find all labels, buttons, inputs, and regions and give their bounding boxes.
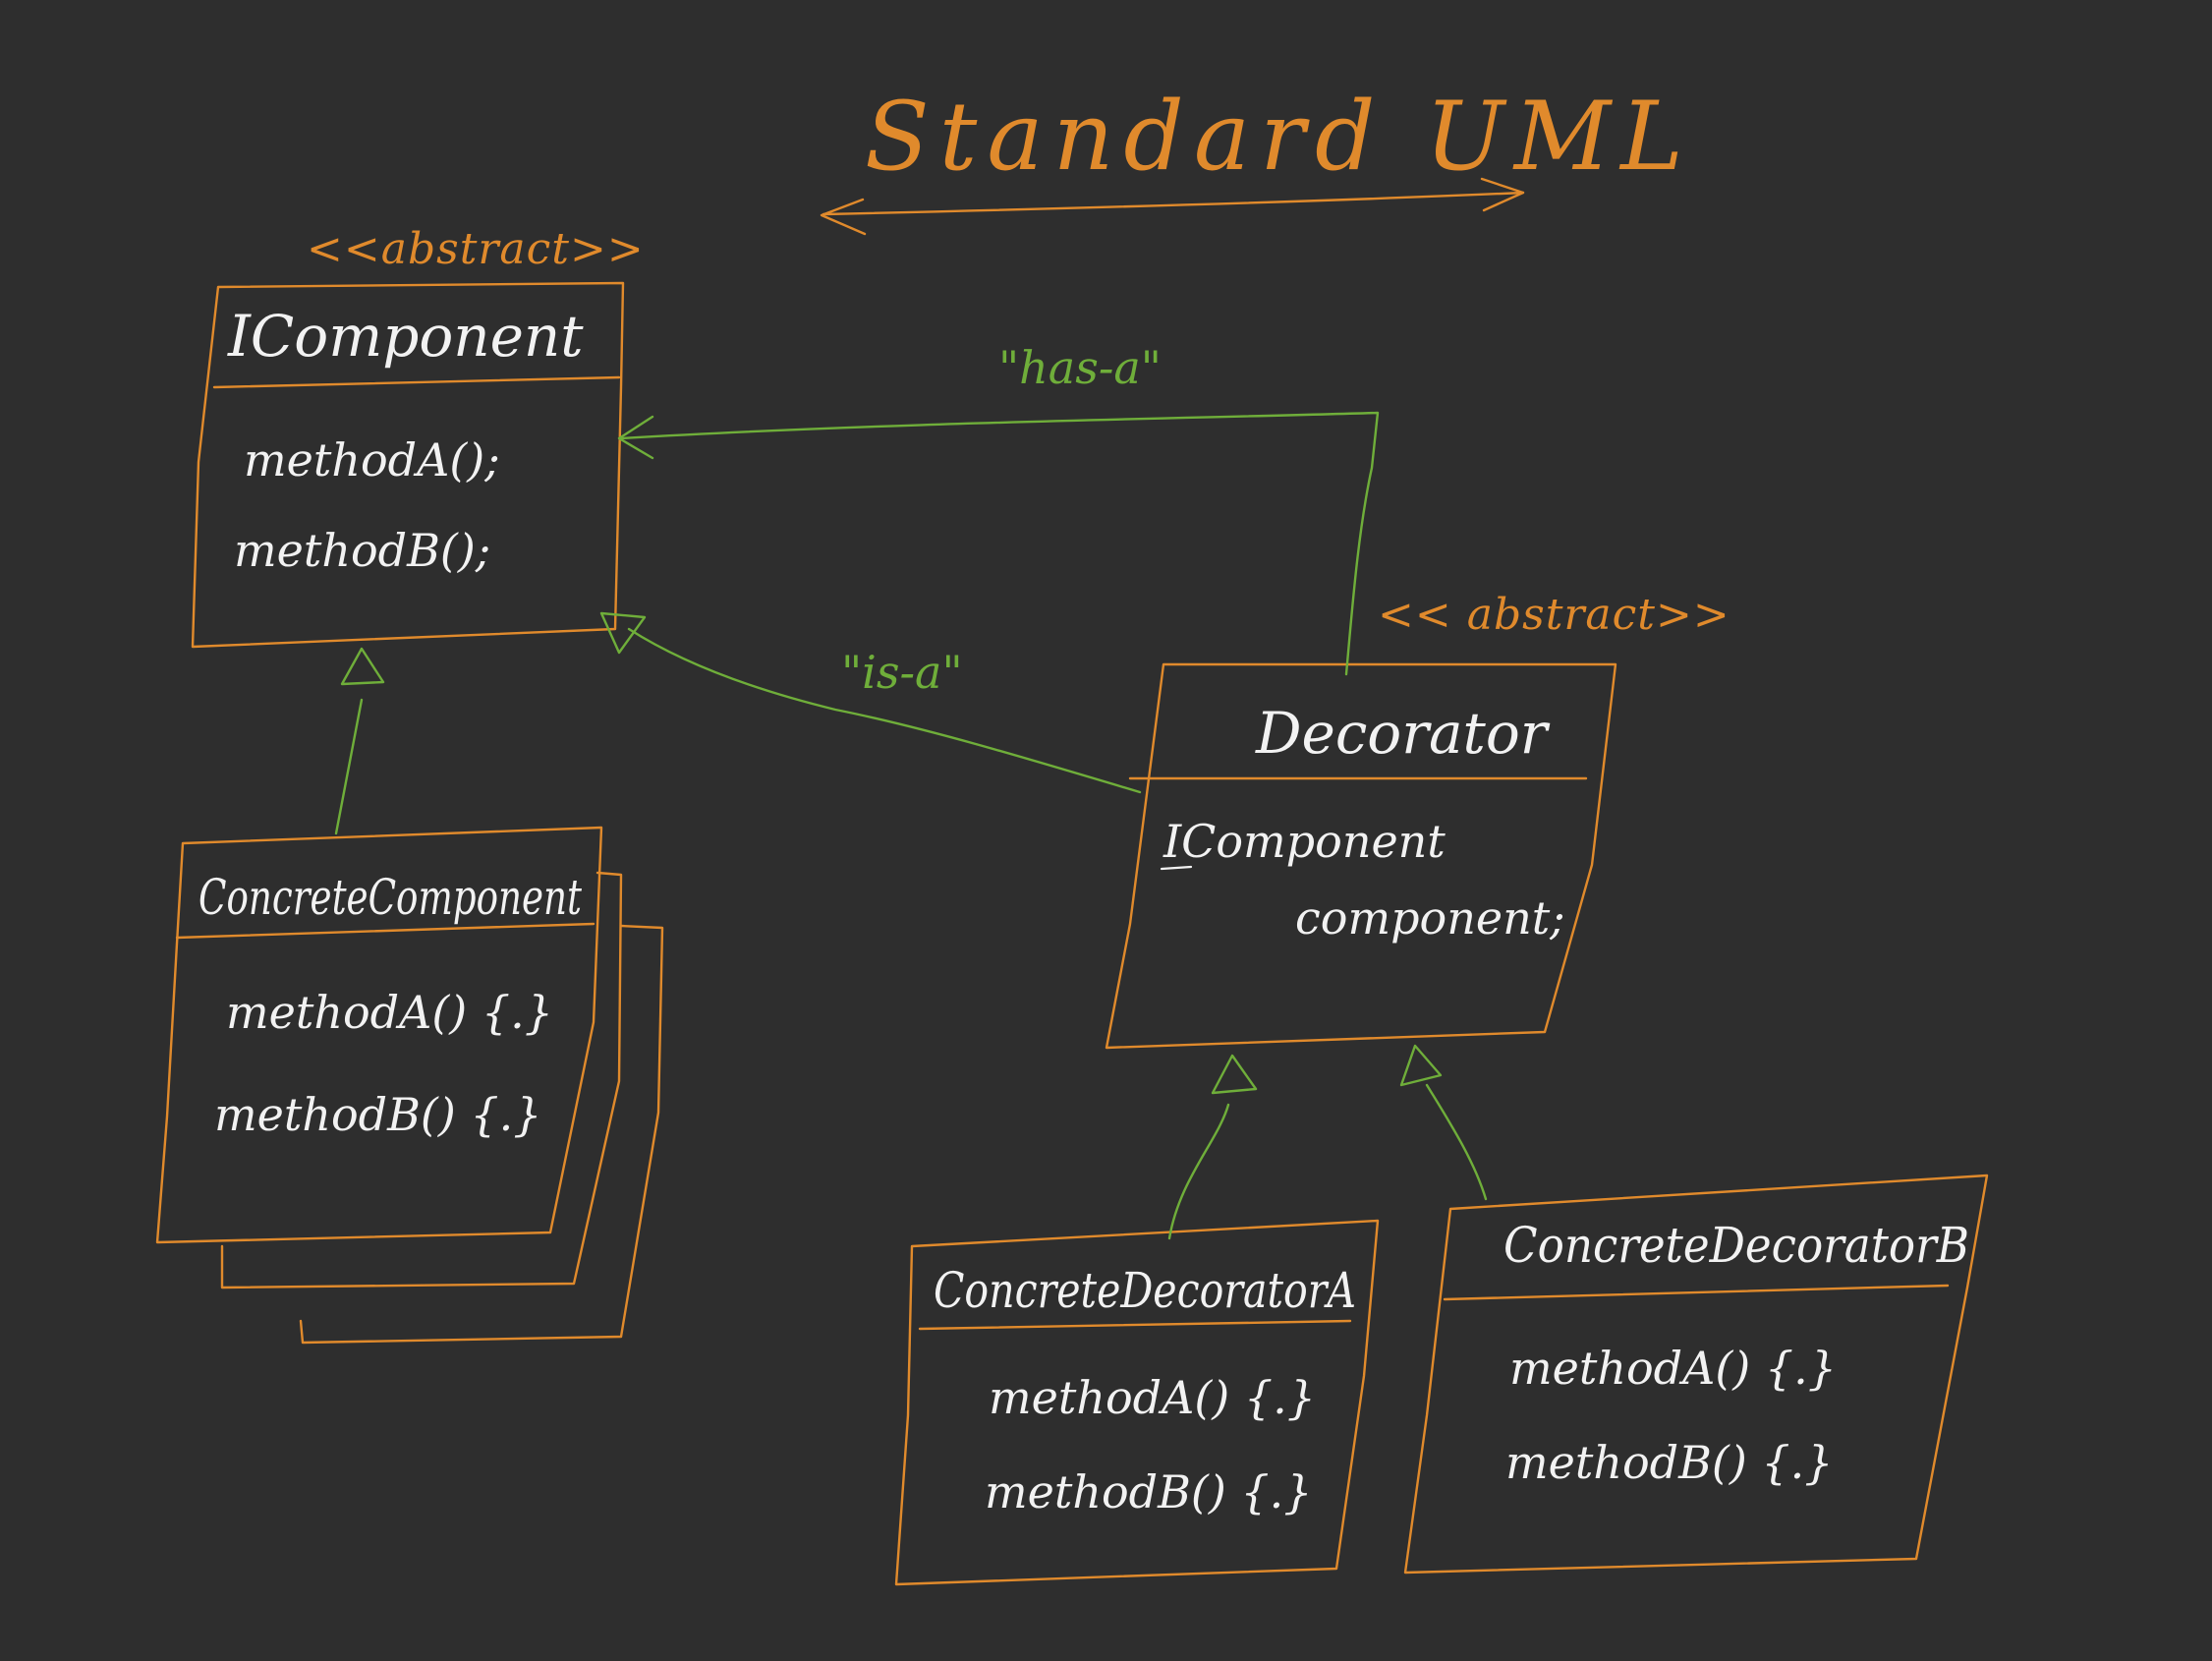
concrete-decorator-a-name: ConcreteDecoratorA <box>934 1262 1356 1319</box>
concrete-component-member-2: methodB() {.} <box>214 1088 542 1141</box>
decorator-class: << abstract>> Decorator IComponent compo… <box>1105 590 1730 1050</box>
decorator-name: Decorator <box>1255 700 1551 767</box>
concrete-decorator-a-class: ConcreteDecoratorA methodA() {.} methodB… <box>894 1219 1380 1586</box>
decorator-member-underline <box>1160 865 1193 871</box>
concrete-component-member-1: methodA() {.} <box>226 986 553 1039</box>
concrete-component-back-sheet-2 <box>299 924 664 1345</box>
icomponent-name: IComponent <box>227 303 584 370</box>
concrete-decorator-a-box <box>894 1219 1380 1586</box>
concrete-component-back-sheet-1 <box>220 871 623 1289</box>
concrete-component-class: ConcreteComponent methodA() {.} methodB(… <box>155 826 664 1345</box>
icomponent-divider <box>212 375 621 389</box>
title-double-arrow <box>820 177 1525 236</box>
concrete-decorator-b-member-2: methodB() {.} <box>1505 1436 1834 1489</box>
concrete-component-inheritance-arrow <box>334 647 385 835</box>
icomponent-stereotype: <<abstract>> <box>307 224 645 274</box>
decorator-box <box>1105 662 1617 1050</box>
concrete-component-box <box>155 826 603 1244</box>
decorator-member-type: IComponent <box>1163 815 1446 868</box>
concrete-decorator-b-box <box>1403 1174 1989 1575</box>
concrete-decorator-a-member-2: methodB() {.} <box>985 1465 1313 1518</box>
concrete-decorator-b-inheritance-arrow <box>1399 1044 1488 1201</box>
decorator-member-name: component; <box>1295 891 1565 945</box>
concrete-decorator-a-divider <box>918 1319 1352 1331</box>
decorator-stereotype: << abstract>> <box>1378 590 1730 640</box>
concrete-component-divider <box>175 922 596 940</box>
icomponent-member-1: methodA(); <box>244 433 500 487</box>
icomponent-box <box>191 281 625 649</box>
has-a-label: "has-a" <box>998 341 1162 394</box>
icomponent-member-2: methodB(); <box>234 524 490 577</box>
concrete-decorator-b-member-1: methodA() {.} <box>1509 1342 1837 1395</box>
concrete-decorator-a-member-1: methodA() {.} <box>989 1371 1316 1424</box>
concrete-decorator-b-class: ConcreteDecoratorB methodA() {.} methodB… <box>1403 1174 1989 1575</box>
concrete-decorator-b-name: ConcreteDecoratorB <box>1503 1217 1969 1274</box>
concrete-decorator-a-inheritance-arrow <box>1167 1054 1258 1240</box>
diagram-title: Standard UML <box>865 82 1693 192</box>
concrete-component-name: ConcreteComponent <box>199 869 583 926</box>
is-a-label: "is-a" <box>841 646 963 699</box>
is-a-relation: "is-a" <box>599 611 1142 794</box>
has-a-relation: "has-a" <box>617 341 1380 676</box>
concrete-decorator-b-divider <box>1443 1284 1950 1301</box>
icomponent-class: <<abstract>> IComponent methodA(); metho… <box>191 224 645 649</box>
